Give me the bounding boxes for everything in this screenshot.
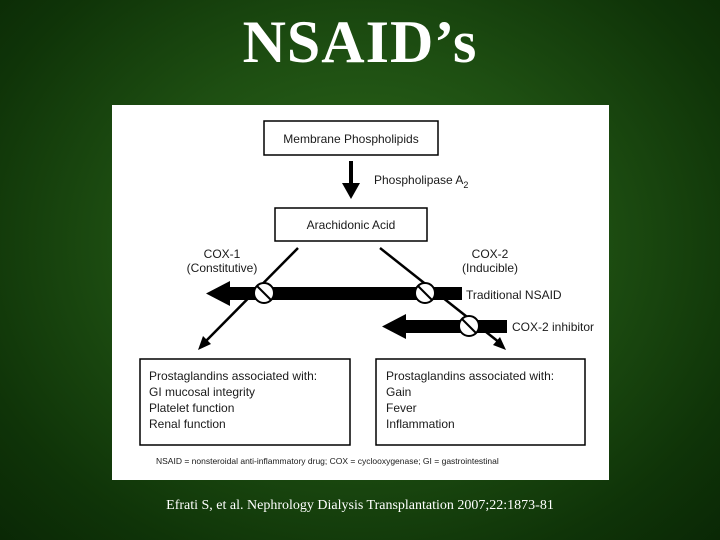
left-box-item: Renal function: [149, 417, 226, 431]
phospholipase-label: Phospholipase A2: [374, 173, 468, 190]
nsaid-pathway-figure: Membrane Phospholipids Phospholipase A2 …: [112, 105, 609, 480]
left-box-item: Platelet function: [149, 401, 234, 415]
cox1-inhibition-icon: [253, 282, 275, 304]
right-box-heading: Prostaglandins associated with:: [386, 369, 554, 383]
cox2-name: COX-2: [472, 247, 509, 261]
left-box-item: GI mucosal integrity: [149, 385, 255, 399]
cox1-name: COX-1: [204, 247, 241, 261]
left-box-heading: Prostaglandins associated with:: [149, 369, 317, 383]
cox2-inhibitor-label: COX-2 inhibitor: [512, 320, 594, 334]
right-box-item: Gain: [386, 385, 411, 399]
cox2-prostaglandins-box: Prostaglandins associated with: Gain Fev…: [375, 358, 586, 446]
cox2-selective-inhibition-icon: [458, 315, 480, 337]
cox2-traditional-inhibition-icon: [414, 282, 436, 304]
traditional-nsaid-arrow: [206, 281, 462, 306]
slide-title: NSAID’s: [242, 9, 478, 75]
traditional-nsaid-label: Traditional NSAID: [466, 288, 562, 302]
cox2-inhibitor-arrow: [382, 314, 507, 339]
right-box-item: Fever: [386, 401, 417, 415]
arachidonic-acid-node: Arachidonic Acid: [274, 207, 428, 242]
cox1-prostaglandins-box: Prostaglandins associated with: GI mucos…: [139, 358, 351, 446]
membrane-phospholipids-label: Membrane Phospholipids: [283, 132, 418, 146]
arachidonic-acid-label: Arachidonic Acid: [307, 218, 396, 232]
cox1-type: (Constitutive): [187, 261, 258, 275]
abbreviations-footnote: NSAID = nonsteroidal anti-inflammatory d…: [156, 456, 499, 466]
membrane-phospholipids-node: Membrane Phospholipids: [263, 120, 439, 156]
right-box-item: Inflammation: [386, 417, 455, 431]
pathway-diagram: Membrane Phospholipids Phospholipase A2 …: [139, 120, 594, 466]
phospholipase-arrow: [342, 161, 360, 199]
citation-caption: Efrati S, et al. Nephrology Dialysis Tra…: [166, 498, 554, 513]
cox2-type: (Inducible): [462, 261, 518, 275]
